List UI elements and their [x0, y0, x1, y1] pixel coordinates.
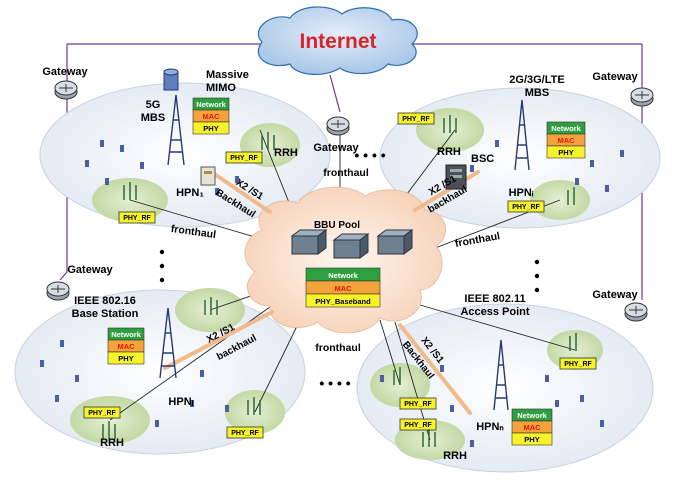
server-icon: [332, 233, 370, 259]
massive-mimo-label-2: MIMO: [206, 82, 236, 94]
protocol-stack-lte: Network MAC PHY: [546, 121, 586, 159]
user-device-icon: [40, 140, 624, 447]
rrh-antenna-icon: [102, 115, 577, 447]
stack-mac: MAC: [334, 284, 352, 293]
rrh-label: RRH: [437, 146, 461, 158]
server-icon: [290, 229, 328, 255]
hpn-label: HPNₙ: [476, 421, 504, 433]
fronthaul-label: fronthaul: [323, 167, 369, 179]
stack-network: Network: [196, 100, 226, 109]
internet-cloud: Internet: [257, 6, 418, 75]
gateway-router-icon: [630, 87, 654, 107]
stack-network: Network: [551, 124, 581, 133]
gateway-label: Gateway: [592, 71, 638, 83]
bbu-protocol-stack: Network MAC PHY_Baseband: [305, 267, 381, 308]
backhaul-arrows: [163, 170, 480, 415]
gateway-label: Gateway: [313, 142, 359, 154]
mbs-5g-label-2: MBS: [141, 112, 165, 124]
svg-text:PHY_RF: PHY_RF: [512, 204, 540, 211]
protocol-stack-wifi: Network MAC PHY: [511, 408, 553, 446]
svg-text:PHY_RF: PHY_RF: [404, 422, 432, 429]
svg-text:PHY_RF: PHY_RF: [564, 361, 592, 368]
phy-rf-label: PHY_RF: [507, 200, 545, 213]
svg-text:PHY_RF: PHY_RF: [88, 410, 116, 417]
ellipsis-dots-vertical: [159, 249, 540, 293]
phy-rf-label: PHY_RF: [559, 357, 597, 370]
fronthaul-label: fronthaul: [454, 230, 501, 250]
massive-mimo-icon: [163, 68, 179, 91]
bbu-pool: BBU Pool Network MAC PHY_Baseband: [244, 186, 446, 334]
rrh-label: RRH: [443, 450, 467, 462]
rrh-label: RRH: [274, 147, 298, 159]
server-icon: [376, 229, 414, 255]
stack-phy: PHY_Baseband: [315, 297, 371, 306]
massive-mimo-label-1: Massive: [206, 69, 249, 81]
gateway-router-icon: [54, 80, 78, 100]
hpn-label: HPN₁: [176, 187, 204, 199]
hpn-label: HPNⱼ: [168, 396, 193, 408]
svg-text:PHY_RF: PHY_RF: [402, 116, 430, 123]
phy-rf-label: PHY_RF: [399, 418, 437, 431]
wimax-label-1: IEEE 802.16: [74, 295, 136, 307]
wimax-label-2: Base Station: [72, 308, 139, 320]
svg-text:PHY_RF: PHY_RF: [404, 401, 432, 408]
phy-rf-label: PHY_RF: [397, 112, 435, 125]
internet-label: Internet: [299, 30, 376, 53]
stack-network: Network: [517, 411, 547, 420]
protocol-stack-wimax: Network MAC PHY: [107, 327, 145, 365]
stack-phy: PHY: [118, 354, 133, 363]
svg-text:PHY_RF: PHY_RF: [123, 215, 151, 222]
stack-mac: MAC: [523, 423, 541, 432]
lte-mbs-label-1: 2G/3G/LTE: [509, 74, 564, 86]
phy-rf-label: PHY_RF: [83, 406, 121, 419]
bsc-label: BSC: [471, 153, 494, 165]
wifi-label-1: IEEE 802.11: [464, 293, 525, 305]
svg-text:PHY_RF: PHY_RF: [231, 430, 259, 437]
bsc-icon: [445, 164, 467, 190]
gateway-router-icon: [624, 302, 648, 322]
gateway-router-icon: [326, 116, 350, 136]
wifi-label-2: Access Point: [460, 306, 529, 318]
bbu-pool-title: BBU Pool: [314, 220, 360, 231]
gateway-router-icon: [46, 281, 70, 301]
protocol-stack-5g: Network MAC PHY: [192, 97, 230, 135]
phy-rf-label: PHY_RF: [225, 151, 263, 164]
ellipsis-dots: • • • •: [354, 147, 385, 163]
gateway-label: Gateway: [42, 66, 88, 78]
stack-phy: PHY: [524, 435, 539, 444]
mbs-5g-label-1: 5G: [146, 99, 161, 111]
phy-rf-label: PHY_RF: [226, 426, 264, 439]
rrh-label: RRH: [100, 437, 124, 449]
stack-mac: MAC: [117, 342, 135, 351]
fronthaul-label: fronthaul: [315, 342, 361, 354]
tower-icon: [159, 94, 530, 411]
stack-mac: MAC: [557, 136, 575, 145]
stack-phy: PHY: [203, 124, 218, 133]
lte-mbs-label-2: MBS: [525, 87, 549, 99]
svg-text:PHY_RF: PHY_RF: [230, 155, 258, 162]
gateway-label: Gateway: [67, 264, 113, 276]
stack-mac: MAC: [202, 112, 220, 121]
ellipsis-dots: • • • •: [319, 375, 350, 391]
phy-rf-label: PHY_RF: [399, 397, 437, 410]
hpn-base-unit-icon: [200, 166, 216, 186]
hpn-label: HPNᵢ: [509, 187, 534, 199]
stack-phy: PHY: [558, 148, 573, 157]
stack-network: Network: [328, 271, 358, 280]
phy-rf-label: PHY_RF: [118, 211, 156, 224]
gateway-label: Gateway: [592, 289, 638, 301]
stack-network: Network: [111, 330, 141, 339]
